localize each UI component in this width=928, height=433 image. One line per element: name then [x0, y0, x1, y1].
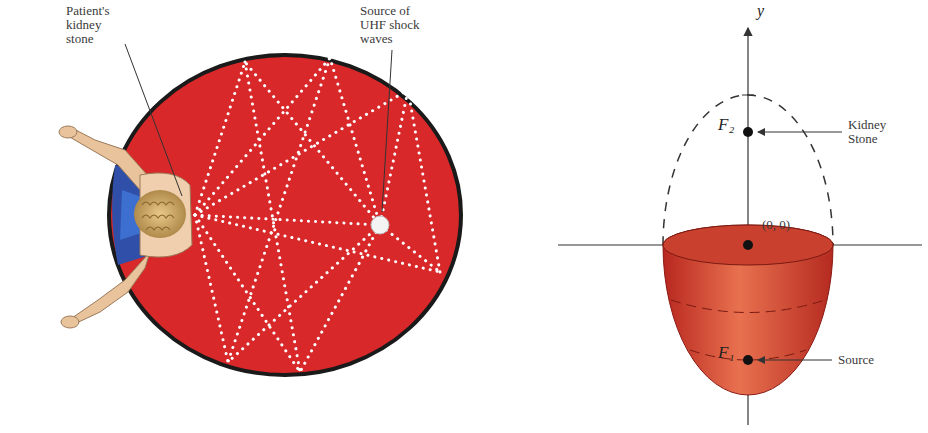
hand	[61, 316, 79, 328]
pointer-arrow	[758, 132, 842, 133]
focus-point	[743, 355, 753, 365]
reflector-rim	[663, 225, 833, 265]
leader-line	[382, 50, 392, 212]
tank-ellipse	[109, 55, 461, 375]
reflector-contours	[671, 300, 825, 360]
axis-label: y	[757, 4, 777, 18]
arm	[70, 252, 150, 326]
leader-line	[125, 44, 182, 196]
head	[134, 190, 186, 238]
callout-label: Source	[838, 353, 898, 367]
focus-point	[743, 127, 753, 137]
dashed-ellipse	[663, 95, 833, 245]
shock-wave-paths	[195, 58, 440, 372]
hand	[59, 126, 77, 138]
hair-curls	[142, 202, 174, 230]
callout-label: Kidney Stone	[848, 118, 908, 146]
focus-label: F₂	[718, 118, 746, 132]
coordinate-label: (0, 0)	[762, 218, 812, 232]
callout-label: Source of UHF shock waves	[360, 4, 438, 46]
focus-label: F₁	[718, 346, 746, 360]
callout-label: Patient's kidney stone	[66, 4, 128, 46]
pointer-arrow	[758, 360, 832, 361]
wave-source	[371, 216, 389, 234]
ellipsoid-reflector	[663, 225, 833, 395]
origin-point	[743, 240, 753, 250]
arm	[68, 128, 150, 190]
